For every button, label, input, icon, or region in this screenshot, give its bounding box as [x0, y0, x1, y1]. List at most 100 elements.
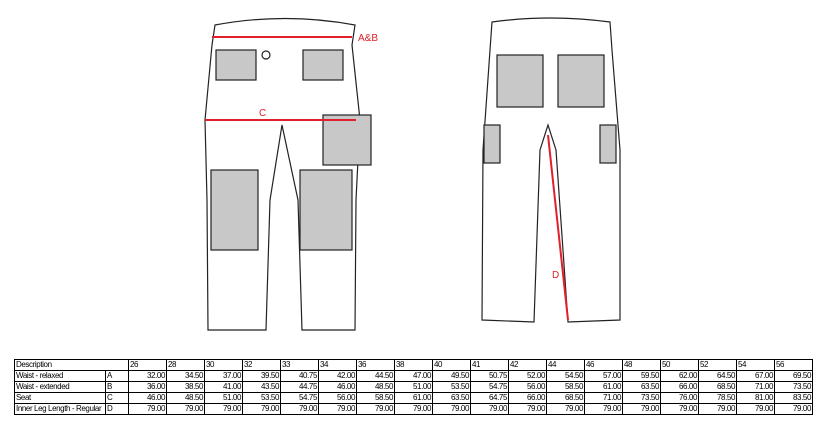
header-size: 40: [432, 359, 471, 371]
value-cell: 50.75: [470, 370, 509, 382]
value-cell: 58.50: [356, 392, 395, 404]
value-cell: 56.00: [318, 392, 357, 404]
value-cell: 79.00: [470, 403, 509, 415]
value-cell: 79.00: [204, 403, 243, 415]
value-cell: 38.50: [166, 381, 205, 393]
value-cell: 52.00: [508, 370, 547, 382]
value-cell: 46.00: [318, 381, 357, 393]
value-cell: 79.00: [128, 403, 167, 415]
header-size: 46: [584, 359, 623, 371]
value-cell: 46.00: [128, 392, 167, 404]
header-size: 33: [280, 359, 319, 371]
header-size: 36: [356, 359, 395, 371]
row-code: B: [105, 381, 129, 393]
value-cell: 79.00: [736, 403, 775, 415]
value-cell: 54.50: [546, 370, 585, 382]
back-view-trousers: [481, 17, 621, 323]
value-cell: 51.00: [394, 381, 433, 393]
value-cell: 79.00: [166, 403, 205, 415]
row-description: Waist - relaxed: [14, 370, 106, 382]
value-cell: 36.00: [128, 381, 167, 393]
header-size: 50: [660, 359, 699, 371]
value-cell: 79.00: [584, 403, 623, 415]
value-cell: 62.00: [660, 370, 699, 382]
value-cell: 79.00: [660, 403, 699, 415]
value-cell: 71.00: [584, 392, 623, 404]
header-size: 30: [204, 359, 243, 371]
header-size: 34: [318, 359, 357, 371]
value-cell: 44.50: [356, 370, 395, 382]
value-cell: 61.00: [394, 392, 433, 404]
header-description: Description: [14, 359, 129, 371]
header-size: 42: [508, 359, 547, 371]
value-cell: 57.00: [584, 370, 623, 382]
value-cell: 68.50: [698, 381, 737, 393]
value-cell: 83.50: [774, 392, 813, 404]
value-cell: 79.00: [546, 403, 585, 415]
value-cell: 61.00: [584, 381, 623, 393]
value-cell: 56.00: [508, 381, 547, 393]
value-cell: 53.50: [242, 392, 281, 404]
header-size: 28: [166, 359, 205, 371]
header-size: 41: [470, 359, 509, 371]
value-cell: 59.50: [622, 370, 661, 382]
measure-lines: [205, 36, 569, 321]
value-cell: 79.00: [242, 403, 281, 415]
value-cell: 79.00: [698, 403, 737, 415]
value-cell: 47.00: [394, 370, 433, 382]
label-d: D: [552, 270, 559, 281]
value-cell: 78.50: [698, 392, 737, 404]
header-size: 54: [736, 359, 775, 371]
header-size: 44: [546, 359, 585, 371]
value-cell: 76.00: [660, 392, 699, 404]
front-view-trousers: [204, 17, 372, 331]
value-cell: 79.00: [508, 403, 547, 415]
header-size: 56: [774, 359, 813, 371]
value-cell: 79.00: [280, 403, 319, 415]
value-cell: 68.50: [546, 392, 585, 404]
value-cell: 81.00: [736, 392, 775, 404]
value-cell: 66.00: [508, 392, 547, 404]
row-code: C: [105, 392, 129, 404]
value-cell: 39.50: [242, 370, 281, 382]
value-cell: 48.50: [166, 392, 205, 404]
value-cell: 34.50: [166, 370, 205, 382]
value-cell: 73.50: [774, 381, 813, 393]
value-cell: 49.50: [432, 370, 471, 382]
value-cell: 79.00: [394, 403, 433, 415]
row-code: A: [105, 370, 129, 382]
value-cell: 51.00: [204, 392, 243, 404]
value-cell: 67.00: [736, 370, 775, 382]
value-cell: 44.75: [280, 381, 319, 393]
value-cell: 79.00: [356, 403, 395, 415]
value-cell: 73.50: [622, 392, 661, 404]
label-a-b: A&B: [358, 33, 378, 44]
value-cell: 43.50: [242, 381, 281, 393]
row-description: Inner Leg Length - Regular: [14, 403, 106, 415]
value-cell: 79.00: [432, 403, 471, 415]
value-cell: 64.50: [698, 370, 737, 382]
header-size: 26: [128, 359, 167, 371]
header-size: 32: [242, 359, 281, 371]
row-description: Waist - extended: [14, 381, 106, 393]
trousers-drawings: A&B C D: [204, 17, 621, 331]
value-cell: 40.75: [280, 370, 319, 382]
row-code: D: [105, 403, 129, 415]
value-cell: 79.00: [318, 403, 357, 415]
value-cell: 41.00: [204, 381, 243, 393]
value-cell: 48.50: [356, 381, 395, 393]
value-cell: 53.50: [432, 381, 471, 393]
header-size: 48: [622, 359, 661, 371]
value-cell: 63.50: [432, 392, 471, 404]
value-cell: 32.00: [128, 370, 167, 382]
value-cell: 71.00: [736, 381, 775, 393]
value-cell: 64.75: [470, 392, 509, 404]
value-cell: 79.00: [774, 403, 813, 415]
value-cell: 54.75: [470, 381, 509, 393]
value-cell: 63.50: [622, 381, 661, 393]
